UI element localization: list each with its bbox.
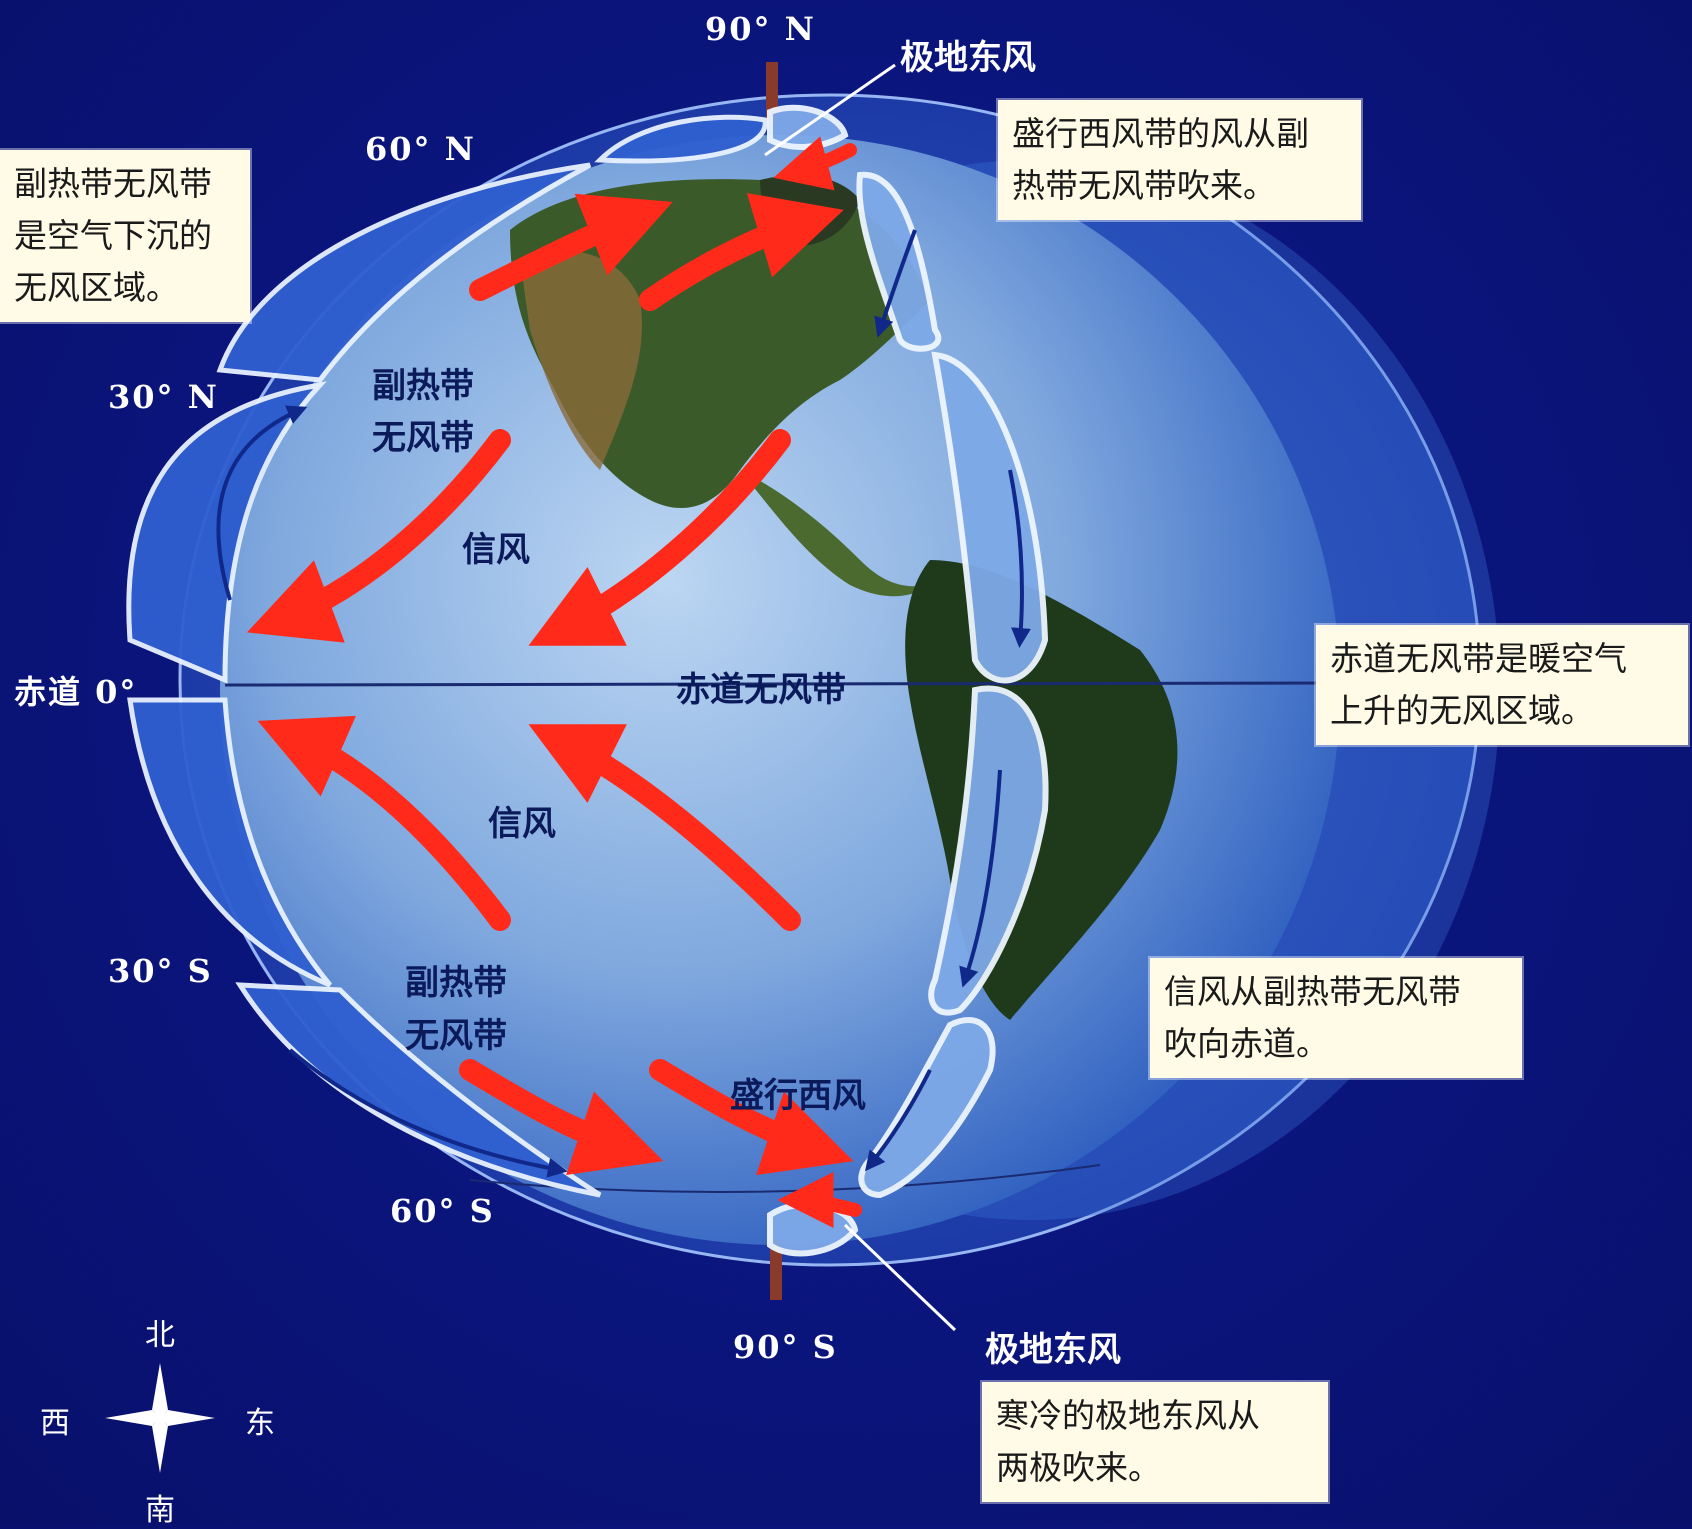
central-america-landmass bbox=[740, 470, 930, 597]
trade-arrow-s2 bbox=[528, 724, 801, 931]
note-polar-easterlies: 寒冷的极地东风从 两极吹来。 bbox=[982, 1382, 1328, 1502]
polar-easterly-arrow-s bbox=[777, 1172, 862, 1229]
note-subtropical-line-2: 是空气下沉的 bbox=[14, 216, 212, 255]
label-trade-wind-n: 信风 bbox=[462, 530, 530, 570]
label-lat-60n: 60° N bbox=[365, 130, 476, 168]
cell-hadley-n-left bbox=[126, 381, 327, 684]
label-subtropical-calm-s-1: 副热带 bbox=[405, 963, 507, 1003]
cell-hadley-s-right bbox=[928, 685, 1049, 1016]
cell-ferrel-s-right bbox=[858, 1017, 996, 1199]
cell-ferrel-n-left bbox=[216, 162, 592, 383]
trade-arrow-s1 bbox=[257, 715, 511, 931]
note-westerlies-line-1: 盛行西风带的风从副 bbox=[1012, 114, 1309, 153]
compass-west-label: 西 bbox=[40, 1406, 70, 1441]
note-equatorial-calm: 赤道无风带是暖空气 上升的无风区域。 bbox=[1316, 625, 1688, 745]
label-equator: 赤道 0° bbox=[14, 673, 138, 711]
note-trade-line-1: 信风从副热带无风带 bbox=[1164, 972, 1461, 1011]
leader-line-polar-n bbox=[764, 63, 896, 157]
note-polar-line-1: 寒冷的极地东风从 bbox=[996, 1396, 1260, 1435]
label-equatorial-calm: 赤道无风带 bbox=[676, 670, 846, 710]
westerly-arrow-n2 bbox=[639, 193, 844, 311]
compass-star bbox=[105, 1363, 215, 1473]
note-equatorial-line-1: 赤道无风带是暖空气 bbox=[1330, 639, 1627, 678]
cell-polar-n-left bbox=[594, 114, 768, 164]
note-subtropical-line-3: 无风区域。 bbox=[14, 268, 179, 307]
leader-line-polar-s bbox=[843, 1223, 957, 1332]
label-lat-30n: 30° N bbox=[108, 378, 219, 416]
label-subtropical-calm-s-2: 无风带 bbox=[405, 1016, 507, 1056]
note-westerlies-line-2: 热带无风带吹来。 bbox=[1012, 166, 1276, 205]
circulation-cells-right bbox=[767, 104, 1049, 1257]
note-equatorial-line-2: 上升的无风区域。 bbox=[1330, 691, 1594, 730]
note-subtropical-line-1: 副热带无风带 bbox=[14, 164, 212, 203]
trade-arrow-n1 bbox=[247, 429, 511, 643]
polar-axis-south bbox=[770, 1240, 782, 1300]
cell-hadley-n-right bbox=[931, 351, 1049, 684]
note-trade-wind: 信风从副热带无风带 吹向赤道。 bbox=[1150, 958, 1522, 1078]
label-subtropical-calm-n-2: 无风带 bbox=[372, 418, 474, 458]
polar-axis-north bbox=[766, 62, 778, 122]
compass-south-label: 南 bbox=[145, 1493, 175, 1528]
note-westerlies: 盛行西风带的风从副 热带无风带吹来。 bbox=[998, 100, 1361, 220]
cell-ferrel-n-right bbox=[856, 171, 942, 352]
label-lat-90n: 90° N bbox=[705, 10, 816, 48]
label-polar-easterlies-s: 极地东风 bbox=[985, 1330, 1121, 1370]
compass-north-label: 北 bbox=[145, 1318, 175, 1353]
westerly-arrow-s1 bbox=[459, 1059, 664, 1176]
circulation-cells-left bbox=[126, 114, 768, 1198]
label-lat-30s: 30° S bbox=[108, 952, 213, 990]
label-lat-60s: 60° S bbox=[390, 1192, 495, 1230]
wind-arrows bbox=[247, 136, 862, 1229]
label-lat-90s: 90° S bbox=[733, 1328, 838, 1366]
compass-east-label: 东 bbox=[245, 1406, 275, 1441]
label-trade-wind-s: 信风 bbox=[488, 804, 556, 844]
equator-line bbox=[224, 681, 1341, 687]
note-polar-line-2: 两极吹来。 bbox=[996, 1448, 1161, 1487]
trade-arrow-n2 bbox=[528, 429, 791, 646]
westerly-arrow-n1 bbox=[469, 193, 673, 301]
polar-easterly-arrow-n bbox=[773, 136, 857, 191]
label-westerlies-s: 盛行西风 bbox=[730, 1076, 866, 1116]
label-polar-easterlies-n: 极地东风 bbox=[900, 38, 1036, 78]
note-subtropical-calm: 副热带无风带 是空气下沉的 无风区域。 bbox=[0, 150, 250, 322]
cell-hadley-s-left bbox=[127, 697, 332, 988]
westerly-arrow-s2 bbox=[649, 1059, 854, 1176]
north-america-desert bbox=[520, 250, 642, 470]
note-trade-line-2: 吹向赤道。 bbox=[1164, 1024, 1329, 1063]
cell-flow-arrows bbox=[216, 229, 1031, 1178]
earth-globe bbox=[220, 135, 1340, 1245]
label-subtropical-calm-n-1: 副热带 bbox=[372, 366, 474, 406]
